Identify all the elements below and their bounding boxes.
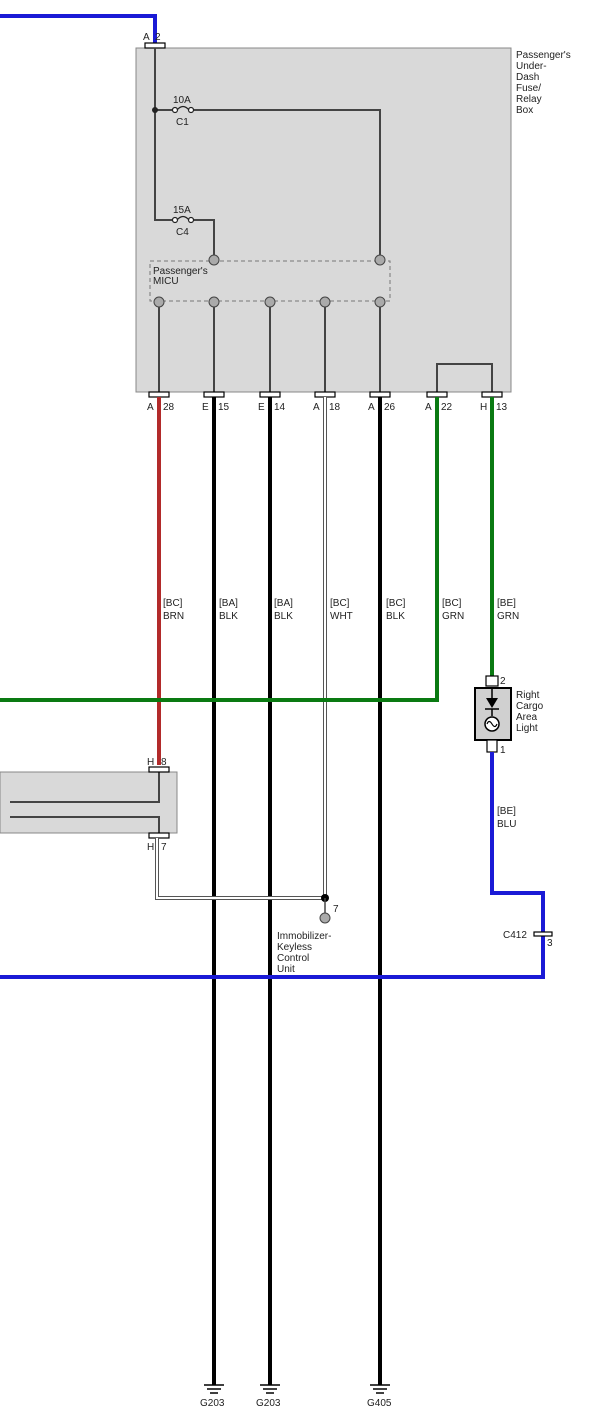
fuse-box-title-line: Dash xyxy=(516,72,539,83)
bottom-connectors xyxy=(148,391,503,398)
wire-color-name: BLK xyxy=(274,611,293,622)
wire-blu-light xyxy=(0,752,545,979)
wire-code: [BC] xyxy=(163,598,183,609)
connector-h7 xyxy=(148,832,170,839)
c412-connector: C412 3 xyxy=(503,930,553,949)
immobilizer-pin: 7 xyxy=(333,904,339,915)
ground-label: G203 xyxy=(200,1398,225,1409)
connector-pin: 13 xyxy=(496,402,508,413)
connector-pin: 18 xyxy=(329,402,341,413)
connector-pin: 26 xyxy=(384,402,396,413)
ground-icon xyxy=(260,1384,280,1394)
wire-code: [BE] xyxy=(497,598,516,609)
ground-label: G203 xyxy=(256,1398,281,1409)
wire-wht-h7-outline xyxy=(155,838,325,900)
c412-label: C412 xyxy=(503,930,527,941)
wire-code: [BC] xyxy=(442,598,462,609)
bottom-connector-labels: A 28 E 15 E 14 A 18 A 26 A 22 H 13 xyxy=(147,402,508,413)
immobilizer-label-line: Keyless xyxy=(277,942,312,953)
bulb-icon xyxy=(484,716,500,732)
fuse-amps: 10A xyxy=(173,95,191,106)
connector-letter: A xyxy=(425,402,432,413)
ground-label: G405 xyxy=(367,1398,392,1409)
connector-top-letter: A xyxy=(143,32,150,43)
micu-pins-bottom xyxy=(153,296,386,308)
connector-h7-letter: H xyxy=(147,842,154,853)
fuse-box-title: Passenger's Under- Dash Fuse/ Relay Box xyxy=(516,50,571,116)
connector-letter: E xyxy=(202,402,209,413)
fuse-box-title-line: Fuse/ xyxy=(516,83,541,94)
immobilizer-label-line: Immobilizer- xyxy=(277,931,331,942)
connector-letter: H xyxy=(480,402,487,413)
immobilizer-label-line: Unit xyxy=(277,964,295,975)
fuse-id: C4 xyxy=(176,227,189,238)
connector-pin: 14 xyxy=(274,402,286,413)
immobilizer-label-line: Control xyxy=(277,953,309,964)
wire-code: [BC] xyxy=(330,598,350,609)
light-label-line: Cargo xyxy=(516,701,544,712)
fuse-10a: 10A C1 xyxy=(171,95,195,128)
wire-code: [BA] xyxy=(219,598,238,609)
connector-top-a2 xyxy=(144,42,166,49)
connector-top-pin: 2 xyxy=(155,32,161,43)
wire-color-name: WHT xyxy=(330,611,353,622)
c412-pin: 3 xyxy=(547,938,553,949)
micu-pins-top xyxy=(208,254,386,266)
light-pin-bottom: 1 xyxy=(500,745,506,756)
light-out-wire-code: [BE] xyxy=(497,806,516,817)
wire-code: [BA] xyxy=(274,598,293,609)
cargo-light: 2 1 Right Cargo Area Light xyxy=(474,675,544,756)
fuse-box-title-line: Box xyxy=(516,105,533,116)
fuse-box-title-line: Under- xyxy=(516,61,547,72)
immobilizer-pin-icon xyxy=(319,912,331,924)
light-pin-top: 2 xyxy=(500,676,506,687)
diode-icon xyxy=(486,698,498,708)
wire-grn-a22 xyxy=(0,397,439,702)
fuse-amps: 15A xyxy=(173,205,191,216)
fuse-box-title-line: Passenger's xyxy=(516,50,571,61)
light-label-line: Light xyxy=(516,723,538,734)
wire-color-name: BLK xyxy=(386,611,405,622)
blue-feed-wire-top xyxy=(0,14,157,44)
connector-letter: A xyxy=(368,402,375,413)
connector-pin: 28 xyxy=(163,402,175,413)
micu-internal-wires xyxy=(158,307,493,392)
connector-h7-pin: 7 xyxy=(161,842,167,853)
wire-code: [BC] xyxy=(386,598,406,609)
wire-color-name: GRN xyxy=(497,611,519,622)
light-label-line: Area xyxy=(516,712,538,723)
connector-pin: 15 xyxy=(218,402,230,413)
light-label-line: Right xyxy=(516,690,540,701)
wire-wht-h7 xyxy=(156,838,325,899)
connector-h8-letter: H xyxy=(147,757,154,768)
fuse-box-title-line: Relay xyxy=(516,94,542,105)
micu-label-line: Passenger's xyxy=(153,266,208,277)
junction-dot xyxy=(152,107,158,113)
connector-letter: A xyxy=(313,402,320,413)
fuse-id: C1 xyxy=(176,117,189,128)
micu-label-line: MICU xyxy=(153,276,179,287)
wire-labels: [BC] BRN [BA] BLK [BA] BLK [BC] WHT [BC]… xyxy=(163,598,519,622)
connector-h8-pin: 8 xyxy=(161,757,167,768)
connector-letter: A xyxy=(147,402,154,413)
wire-color-name: GRN xyxy=(442,611,464,622)
wire-color-name: BLK xyxy=(219,611,238,622)
ground-icon xyxy=(204,1384,224,1394)
immobilizer-label: Immobilizer- Keyless Control Unit xyxy=(277,931,331,975)
ground-icon xyxy=(370,1384,390,1394)
light-out-wire-color: BLU xyxy=(497,819,516,830)
connector-pin: 22 xyxy=(441,402,453,413)
wire-color-name: BRN xyxy=(163,611,184,622)
left-module-internal-wiring xyxy=(10,772,160,834)
connector-h8 xyxy=(148,766,170,773)
connector-letter: E xyxy=(258,402,265,413)
fuse-15a: 15A C4 xyxy=(171,205,195,238)
